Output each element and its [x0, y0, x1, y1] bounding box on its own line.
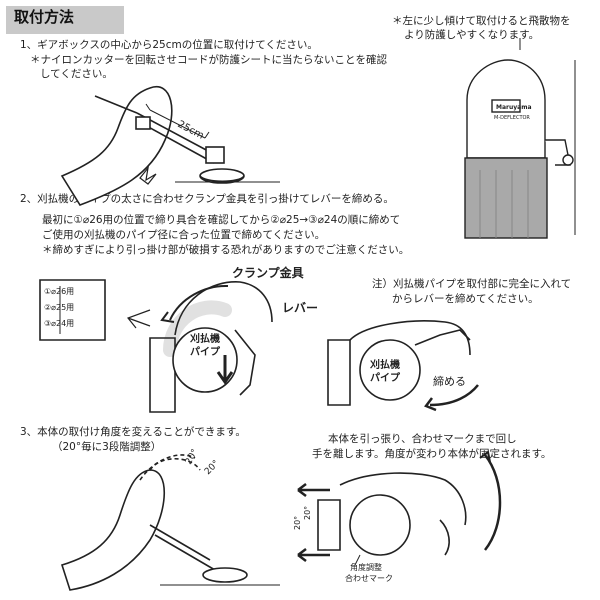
- step3-angle-right-2: 20°: [303, 506, 312, 520]
- step2-heading: 2、刈払機のパイプの太さに合わせクランプ金具を引っ掛けてレバーを締める。: [20, 193, 394, 205]
- step1-note-line1: ＊ナイロンカッターを回転させコードが防護シートに当たらないことを確認: [30, 54, 387, 66]
- pipe-label-right-line1: 刈払機: [370, 358, 400, 371]
- step2-note-line2: からレバーを締めてください。: [392, 293, 539, 305]
- side-note-line1: ＊左に少し傾けて取付けると飛散物を: [392, 15, 571, 27]
- step1-note-line2: してください。: [40, 68, 113, 80]
- deflector-front-illustration: [464, 38, 576, 239]
- step2-text-line1: 最初に①⌀26用の位置で締り具合を確認してから②⌀25→③⌀24の順に締めて: [42, 214, 401, 226]
- step2-tighten-illustration: [327, 320, 479, 412]
- step2-clamp-illustration: [39, 279, 273, 413]
- side-note-line2: より防護しやすくなります。: [404, 29, 540, 41]
- step1-distance-label: 25cm: [176, 119, 206, 142]
- step3-desc-line2: 手を離します。角度が変わり本体が固定されます。: [312, 448, 552, 460]
- pipe-label-right-line2: パイプ: [370, 371, 401, 384]
- step3-heading: 3、本体の取付け角度を変えることができます。: [20, 426, 246, 438]
- step1-illustration: [60, 85, 280, 206]
- step2-text-line2: ご使用の刈払機のパイプ径に合った位置で締めてください。: [42, 229, 326, 241]
- page-title: 取付方法: [14, 8, 75, 26]
- step2-note-line1: 注）刈払機パイプを取付部に完全に入れて: [372, 278, 572, 290]
- angle-label-1: 20°: [184, 448, 201, 467]
- step3-desc-line1: 本体を引っ張り、合わせマークまで回し: [328, 433, 517, 445]
- position-label-24: ③⌀24用: [44, 319, 74, 328]
- step2-warning: ＊締めすぎにより引っ掛け部が破損する恐れがありますのでご注意ください。: [42, 244, 410, 256]
- position-label-26: ①⌀26用: [44, 287, 74, 296]
- step1-heading: 1、ギアボックスの中心から25cmの位置に取付けてください。: [20, 39, 318, 51]
- position-label-25: ②⌀25用: [44, 303, 74, 312]
- step3-sub: （20°毎に3段階調整）: [52, 441, 162, 453]
- mark-label-line1: 角度調整: [350, 562, 382, 572]
- step3-angle-right-1: 20°: [293, 516, 302, 530]
- lever-label: レバー: [282, 301, 318, 315]
- clamp-label: クランプ金具: [232, 265, 304, 280]
- angle-label-2: 20°: [203, 459, 221, 477]
- title-background: [6, 6, 124, 34]
- step3-pull-illustration: [297, 450, 502, 566]
- pipe-label-line2: パイプ: [190, 345, 221, 358]
- mark-label-line2: 合わせマーク: [345, 573, 393, 583]
- product-label-brand: Maruyama: [496, 104, 532, 111]
- tighten-label: 締める: [433, 374, 466, 388]
- product-label-model: M-DEFLECTOR: [494, 115, 530, 121]
- pipe-label-line1: 刈払機: [190, 332, 220, 345]
- step3-angle-illustration: [60, 454, 280, 591]
